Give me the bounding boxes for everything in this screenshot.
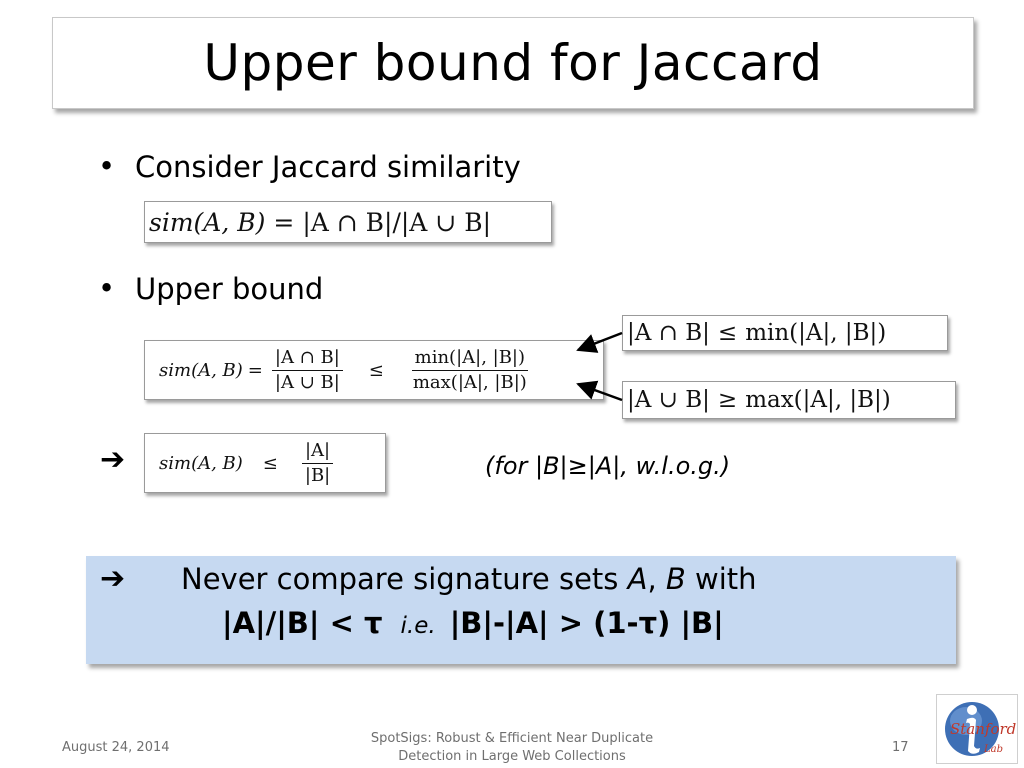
- bound-chain-formula: sim(A, B) = |A ∩ B| |A ∪ B| ≤ min(|A|, |…: [144, 340, 604, 400]
- jaccard-definition-formula: sim(A, B) = |A ∩ B| / |A ∪ B|: [144, 201, 552, 243]
- wlog-note: (for |B|≥|A|, w.l.o.g.): [485, 452, 731, 480]
- bullet-dot-icon: •: [98, 149, 116, 183]
- conclusion-box: ➔ Never compare signature sets A, B with…: [86, 556, 956, 664]
- footer-date: August 24, 2014: [62, 740, 170, 755]
- final-bound-formula: sim(A, B) ≤ |A| |B|: [144, 433, 386, 493]
- stanford-lab-logo: Stanford Lab: [936, 694, 1018, 764]
- union-bound-formula: |A ∪ B| ≥ max(|A|, |B|): [622, 381, 956, 419]
- slide-title: Upper bound for Jaccard: [203, 34, 823, 92]
- implies-arrow-icon: ➔: [100, 442, 126, 477]
- svg-text:Lab: Lab: [983, 744, 1003, 755]
- footer-page-number: 17: [892, 740, 909, 755]
- conclusion-line-1: Never compare signature sets A, B with: [181, 562, 757, 596]
- bullet-text: Upper bound: [135, 272, 324, 306]
- bullet-dot-icon: •: [98, 271, 116, 305]
- title-box: Upper bound for Jaccard: [52, 17, 974, 109]
- svg-text:Stanford: Stanford: [950, 720, 1016, 738]
- bullet-text: Consider Jaccard similarity: [135, 150, 521, 184]
- intersection-bound-formula: |A ∩ B| ≤ min(|A|, |B|): [622, 315, 948, 351]
- footer-title: SpotSigs: Robust & Efficient Near Duplic…: [370, 731, 654, 764]
- conclusion-arrow-icon: ➔: [100, 561, 126, 596]
